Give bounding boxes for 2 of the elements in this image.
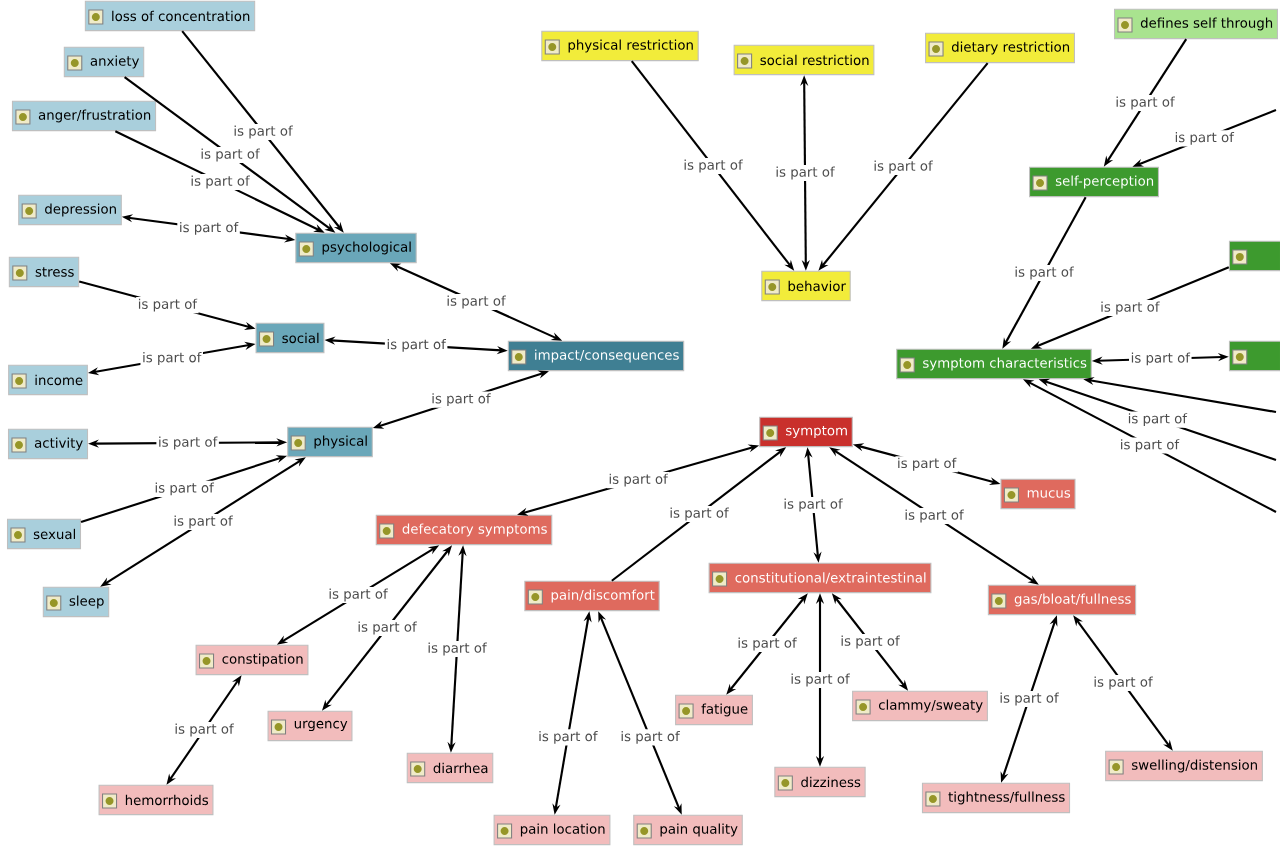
concept-box	[1228, 340, 1280, 372]
concept-box	[1228, 240, 1280, 272]
